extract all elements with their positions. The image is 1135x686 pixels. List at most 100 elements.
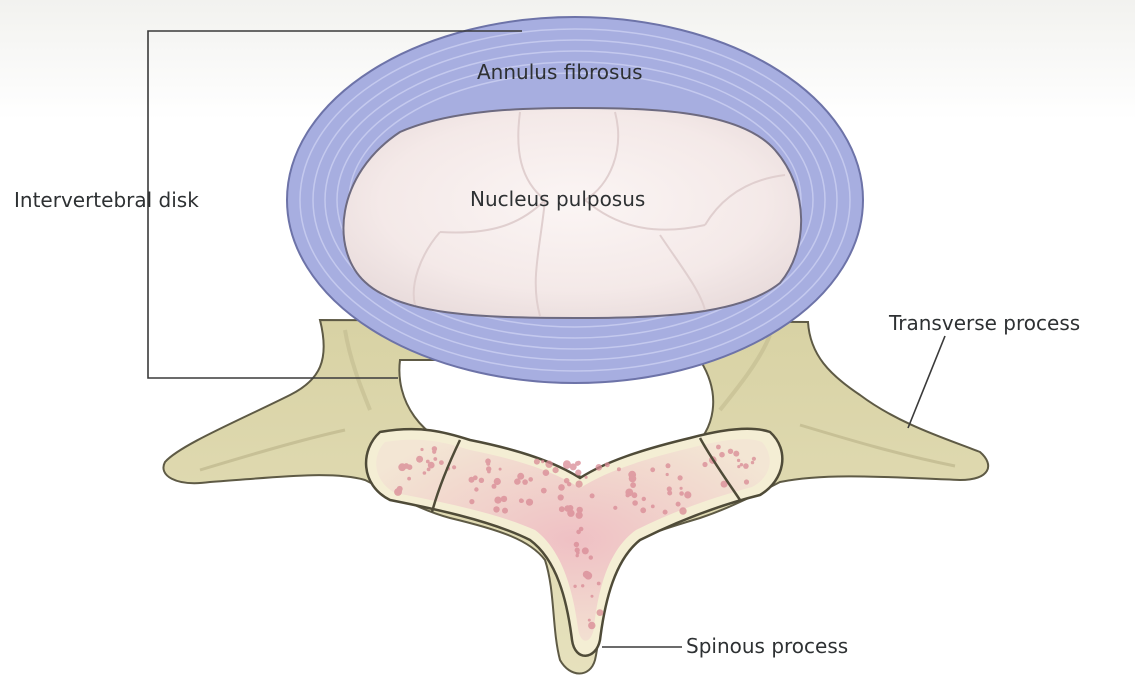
marrow-speckle: [583, 571, 590, 578]
marrow-speckle: [581, 584, 584, 587]
marrow-speckle: [680, 487, 683, 490]
marrow-speckle: [499, 468, 502, 471]
marrow-speckle: [651, 505, 655, 509]
marrow-speckle: [398, 489, 402, 493]
marrow-speckle: [666, 463, 671, 468]
marrow-speckle: [519, 498, 524, 503]
marrow-speckle: [576, 481, 583, 488]
marrow-speckle: [679, 491, 684, 496]
marrow-speckle: [650, 467, 655, 472]
marrow-speckle: [518, 480, 521, 483]
marrow-speckle: [502, 508, 508, 514]
marrow-speckle: [452, 465, 456, 469]
marrow-speckle: [632, 500, 638, 506]
marrow-speckle: [613, 506, 617, 510]
marrow-speckle: [559, 506, 565, 512]
marrow-speckle: [493, 506, 499, 512]
marrow-speckle: [428, 462, 435, 469]
marrow-speckle: [591, 595, 594, 598]
marrow-speckle: [679, 507, 686, 514]
marrow-speckle: [501, 496, 507, 502]
marrow-speckle: [686, 494, 690, 498]
marrow-speckle: [740, 463, 743, 466]
marrow-speckle: [522, 479, 528, 485]
marrow-speckle: [543, 469, 550, 476]
marrow-speckle: [573, 585, 576, 588]
marrow-speckle: [737, 459, 740, 462]
marrow-speckle: [564, 505, 571, 512]
annulus-fibrosus-label: Annulus fibrosus: [477, 62, 643, 82]
marrow-speckle: [575, 470, 581, 476]
marrow-speckle: [743, 463, 749, 469]
marrow-speckle: [558, 484, 565, 491]
marrow-speckle: [432, 450, 436, 454]
marrow-speckle: [576, 530, 581, 535]
marrow-speckle: [617, 467, 621, 471]
marrow-speckle: [666, 473, 669, 476]
marrow-speckle: [642, 497, 646, 501]
marrow-speckle: [752, 457, 756, 461]
marrow-speckle: [545, 461, 552, 468]
marrow-speckle: [676, 502, 681, 507]
marrow-speckle: [678, 475, 683, 480]
marrow-speckle: [420, 448, 423, 451]
marrow-speckle: [487, 470, 491, 474]
marrow-speckle: [526, 499, 533, 506]
marrow-speckle: [423, 471, 427, 475]
marrow-speckle: [588, 622, 595, 629]
marrow-speckle: [605, 462, 610, 467]
intervertebral-disk-label: Intervertebral disk: [14, 190, 199, 210]
marrow-speckle: [534, 459, 540, 465]
marrow-speckle: [667, 491, 672, 496]
marrow-speckle: [751, 461, 754, 464]
marrow-speckle: [744, 479, 749, 484]
marrow-speckle: [590, 493, 595, 498]
marrow-speckle: [433, 457, 437, 461]
marrow-speckle: [596, 464, 603, 471]
marrow-speckle: [494, 497, 501, 504]
marrow-speckle: [574, 542, 579, 547]
marrow-speckle: [403, 463, 409, 469]
marrow-speckle: [494, 478, 501, 485]
marrow-speckle: [439, 460, 444, 465]
marrow-speckle: [719, 452, 725, 458]
marrow-speckle: [728, 449, 733, 454]
marrow-speckle: [733, 451, 739, 457]
marrow-speckle: [629, 475, 637, 483]
marrow-speckle: [553, 467, 559, 473]
spinous-process-label: Spinous process: [686, 636, 848, 656]
nucleus-pulposus-label: Nucleus pulposus: [470, 189, 645, 209]
transverse-process-label: Transverse process: [889, 313, 1080, 333]
transverse-process-leader: [908, 336, 945, 428]
marrow-speckle: [663, 510, 668, 515]
marrow-speckle: [589, 555, 593, 559]
marrow-speckle: [541, 460, 544, 463]
marrow-speckle: [585, 476, 588, 479]
marrow-speckle: [597, 609, 604, 616]
marrow-speckle: [407, 477, 411, 481]
marrow-speckle: [486, 462, 490, 466]
marrow-speckle: [528, 477, 533, 482]
nucleus-pulposus: [343, 108, 801, 318]
marrow-speckle: [716, 445, 721, 450]
marrow-speckle: [469, 499, 474, 504]
marrow-speckle: [640, 507, 646, 513]
marrow-speckle: [564, 478, 570, 484]
marrow-speckle: [576, 554, 579, 557]
marrow-speckle: [517, 473, 524, 480]
marrow-speckle: [588, 619, 591, 622]
marrow-speckle: [630, 482, 636, 488]
marrow-speckle: [416, 456, 423, 463]
marrow-speckle: [576, 551, 580, 555]
marrow-speckle: [469, 477, 475, 483]
marrow-speckle: [575, 461, 580, 466]
marrow-speckle: [576, 512, 583, 519]
marrow-speckle: [474, 487, 478, 491]
marrow-speckle: [625, 489, 633, 497]
marrow-speckle: [541, 488, 547, 494]
marrow-speckle: [582, 547, 589, 554]
marrow-speckle: [563, 460, 571, 468]
marrow-speckle: [558, 494, 564, 500]
